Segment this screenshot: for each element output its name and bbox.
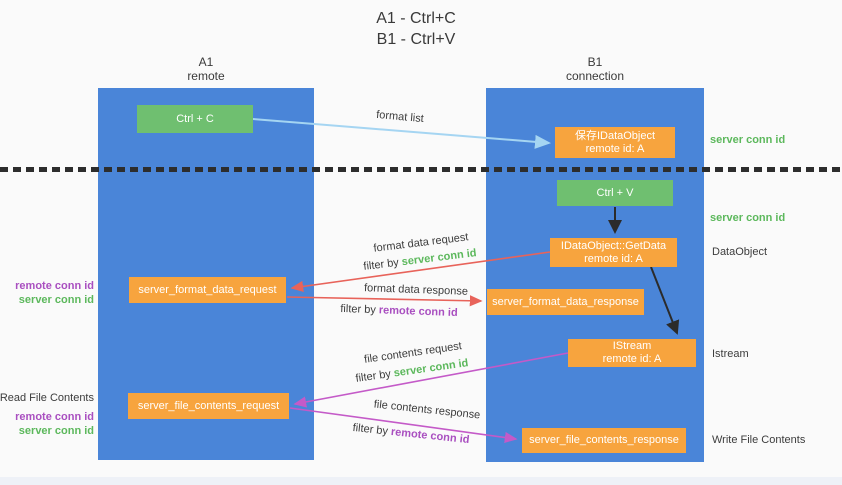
node-server-format-data-response: server_format_data_response (487, 289, 644, 315)
node-save-idataobject: 保存IDataObject remote id: A (555, 127, 675, 158)
node-server-file-contents-request: server_file_contents_request (128, 393, 289, 419)
diagram-title: A1 - Ctrl+C B1 - Ctrl+V (271, 8, 561, 50)
annotation-server-conn-id-top: server conn id (710, 134, 786, 146)
arrow-file-contents-request (293, 352, 569, 408)
annotation-remote-conn-id: remote conn id (15, 411, 94, 423)
lane-b1-name: B1 (587, 55, 603, 69)
annotation-server-conn-id: server conn id (18, 294, 94, 306)
arrow-format-data-request (290, 251, 551, 292)
annotation-istream: Istream (712, 348, 749, 360)
node-ctrl-v: Ctrl + V (557, 180, 673, 206)
node-ctrl-c-label: Ctrl + C (176, 112, 214, 125)
lane-b1-role: connection (565, 69, 625, 83)
lane-header-b1: B1 connection (486, 55, 704, 83)
lane-a1-role: remote (187, 69, 225, 83)
annotation-dataobject: DataObject (712, 246, 768, 258)
node-ctrl-c: Ctrl + C (137, 105, 253, 133)
bottom-strip (0, 477, 842, 485)
dashed-separator (0, 167, 842, 172)
node-istream-line1: IStream (612, 340, 652, 352)
annotation-server-conn-id-mid: server conn id (710, 212, 786, 224)
node-server-format-data-request: server_format_data_request (129, 277, 286, 303)
arrow-format-list (252, 118, 551, 149)
node-istream-line2: remote id: A (602, 353, 662, 365)
node-getdata-line2: remote id: A (584, 252, 643, 265)
node-ctrl-v-label: Ctrl + V (596, 186, 634, 199)
node-file-response-label: server_file_contents_response (529, 434, 679, 446)
annotation-remote-conn-id: remote conn id (15, 280, 94, 292)
arrow-format-data-response (286, 295, 483, 307)
annotation-write-file-contents: Write File Contents (712, 434, 806, 446)
node-idataobject-getdata: IDataObject::GetData remote id: A (550, 238, 677, 267)
node-format-response-label: server_format_data_response (492, 295, 639, 308)
node-save-idataobject-line2: remote id: A (585, 142, 645, 155)
node-istream: IStream remote id: A (568, 339, 696, 367)
node-server-file-contents-response: server_file_contents_response (522, 428, 686, 453)
arrow-getdata-to-istream (650, 266, 680, 335)
filter-prefix: filter by (340, 302, 380, 317)
annotation-server-conn-id: server conn id (18, 425, 94, 437)
annotation-left-mid: remote conn id server conn id (15, 279, 94, 307)
node-format-request-label: server_format_data_request (138, 283, 277, 296)
node-getdata-line1: IDataObject::GetData (560, 239, 667, 252)
node-file-request-label: server_file_contents_request (137, 399, 280, 412)
title-line-1: A1 - Ctrl+C (376, 10, 456, 27)
lane-a1-name: A1 (198, 55, 214, 69)
arrow-file-contents-response (289, 407, 518, 444)
annotation-read-file-contents: Read File Contents (0, 392, 94, 404)
annotation-left-bottom: remote conn id server conn id (15, 410, 94, 438)
lane-header-a1: A1 remote (98, 55, 314, 83)
node-save-idataobject-line1: 保存IDataObject (574, 129, 656, 142)
title-line-2: B1 - Ctrl+V (376, 31, 456, 48)
